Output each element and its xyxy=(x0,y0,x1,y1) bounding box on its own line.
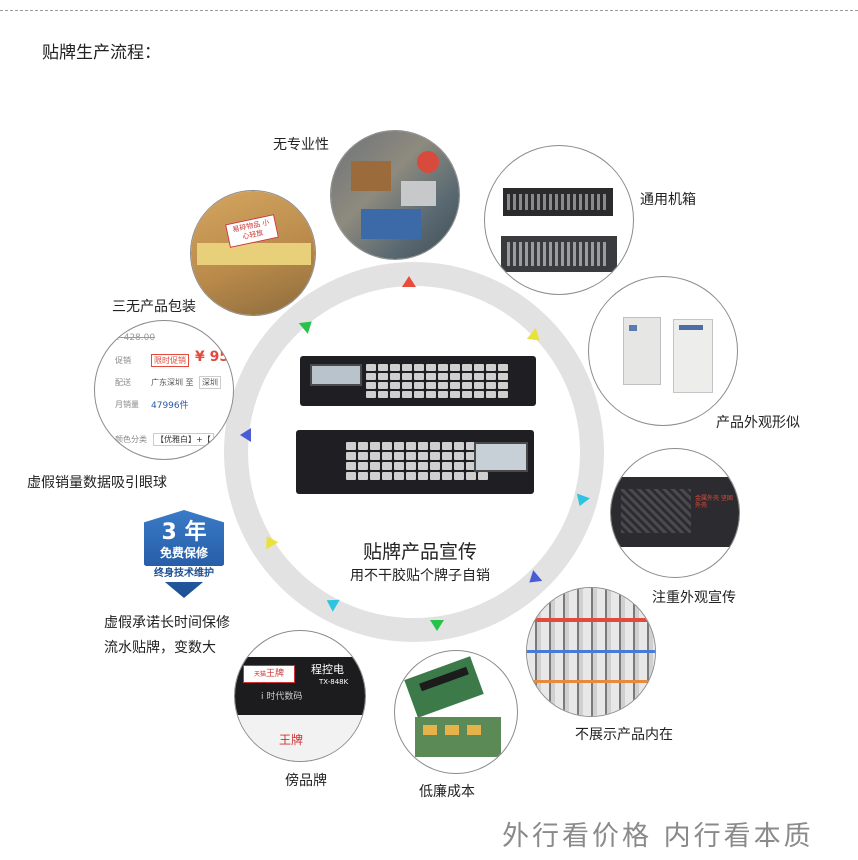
center-subtitle: 用不干胶贴个牌子自销 xyxy=(350,568,490,584)
brand-line2: TX-848K xyxy=(319,678,349,686)
sales-color-value: 【优雅白】+【 xyxy=(153,433,214,446)
label-fake-sales: 虚假销量数据吸引眼球 xyxy=(27,475,167,491)
center-title: 贴牌产品宣传 xyxy=(362,541,477,563)
label-fake-warranty: 虚假承诺长时间保修 xyxy=(104,615,230,631)
bubble-fake-warranty: 3 年 免费保修 终身技术维护 xyxy=(130,502,244,608)
warranty-small: 终身技术维护 xyxy=(136,566,232,582)
slogan: 外行看价格 内行看本质 xyxy=(502,821,814,852)
bubble-imitation-brand: 天猫王牌 程控电 TX-848K i 时代数码 王牌 xyxy=(234,630,366,762)
sales-promo-label: 促销 xyxy=(115,356,131,365)
label-low-cost: 低廉成本 xyxy=(419,784,475,800)
ring-arrow-bottom-icon xyxy=(430,620,444,631)
brand-watermark: i 时代数码 xyxy=(261,692,303,702)
brand-logo: 王牌 xyxy=(266,669,285,679)
ring-arrow-upper-left-icon xyxy=(240,428,251,442)
warranty-mid: 免费保修 xyxy=(159,546,208,560)
label-appearance-focus: 注重外观宣传 xyxy=(652,590,736,606)
bubble-appearance-focus: 金属外壳 坚固外壳 xyxy=(610,448,740,578)
label-generic-chassis: 通用机箱 xyxy=(640,192,696,208)
sales-color-label: 颜色分类 xyxy=(115,435,147,444)
sales-ship-label: 配送 xyxy=(115,378,131,387)
bubble-low-cost xyxy=(394,650,518,774)
label-fake-warranty-2: 流水贴牌，变数大 xyxy=(104,640,216,656)
sales-monthly-label: 月销量 xyxy=(115,400,139,409)
sales-ship-dest: 深圳 xyxy=(199,376,221,389)
bubble-fake-sales: ¥ 428.00 促销 限时促销 ¥ 95 配送 广东深圳 至 深圳 月销量 4… xyxy=(94,320,234,460)
bubble-no-expertise xyxy=(330,130,460,260)
sales-monthly-value: 47996件 xyxy=(151,401,189,411)
brand-bottom-logo: 王牌 xyxy=(279,733,304,747)
sales-promo-tag: 限时促销 xyxy=(151,354,189,367)
bubble-hidden-internals xyxy=(526,587,656,717)
label-unbranded-packaging: 三无产品包装 xyxy=(112,299,196,315)
sales-promo-price: ¥ 95 xyxy=(195,349,230,365)
showcase-tag: 金属外壳 坚固外壳 xyxy=(695,495,733,509)
label-no-expertise: 无专业性 xyxy=(273,137,329,153)
ring-arrow-top-icon xyxy=(402,276,416,287)
label-imitation-brand: 傍品牌 xyxy=(285,773,327,789)
warranty-big: 3 年 xyxy=(161,520,207,545)
sales-ship-value: 广东深圳 至 xyxy=(151,378,194,387)
label-hidden-internals: 不展示产品内在 xyxy=(575,727,673,743)
brand-prefix: 天猫 xyxy=(253,671,266,678)
center-device-small xyxy=(300,356,536,406)
bubble-generic-chassis xyxy=(484,145,634,295)
bubble-unbranded-packaging: 易碎物品 小心轻放 xyxy=(190,190,316,316)
label-similar-appearance: 产品外观形似 xyxy=(716,415,800,431)
bubble-similar-appearance xyxy=(588,276,738,426)
center-device-large xyxy=(296,430,534,494)
sales-price: ¥ 428.00 xyxy=(115,333,156,343)
brand-line1: 程控电 xyxy=(311,663,344,676)
page-title: 贴牌生产流程： xyxy=(42,43,161,63)
top-divider xyxy=(0,10,858,11)
